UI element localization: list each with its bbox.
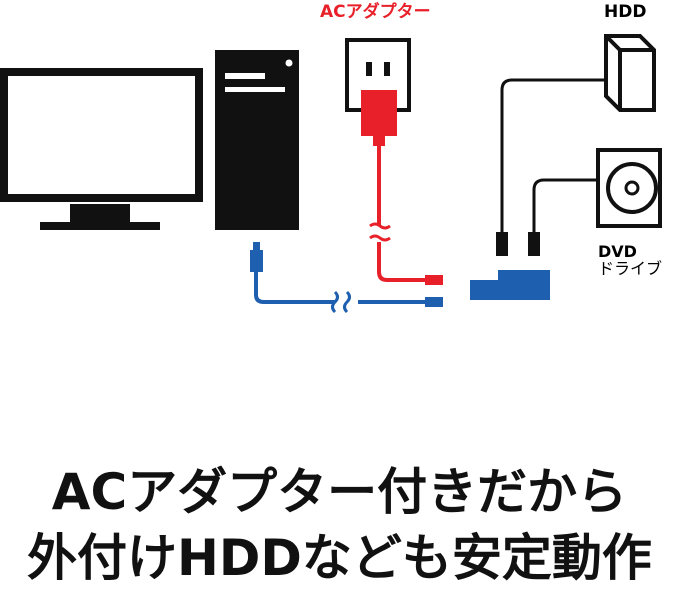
dvd-drive-label: DVD ドライブ <box>598 242 663 278</box>
hdd-label: HDD <box>604 2 647 22</box>
connection-diagram <box>0 34 662 314</box>
pc-tower-icon <box>215 50 299 230</box>
hdd-icon <box>604 34 656 112</box>
dvd-label-line1: DVD <box>598 242 637 261</box>
ac-adapter-label: ACアダプター <box>320 2 431 22</box>
sata-cables <box>496 78 605 256</box>
usb-cable <box>250 242 443 314</box>
monitor-icon <box>0 68 203 230</box>
dvd-label-line2: ドライブ <box>598 258 663 278</box>
ac-adapter-icon <box>361 90 443 285</box>
dvd-drive-icon <box>596 148 662 228</box>
headline-line2: 外付けHDDなども安定動作 <box>27 529 652 587</box>
sata-adapter-icon <box>470 270 550 300</box>
headline-line1: ACアダプター付きだから <box>51 463 628 521</box>
